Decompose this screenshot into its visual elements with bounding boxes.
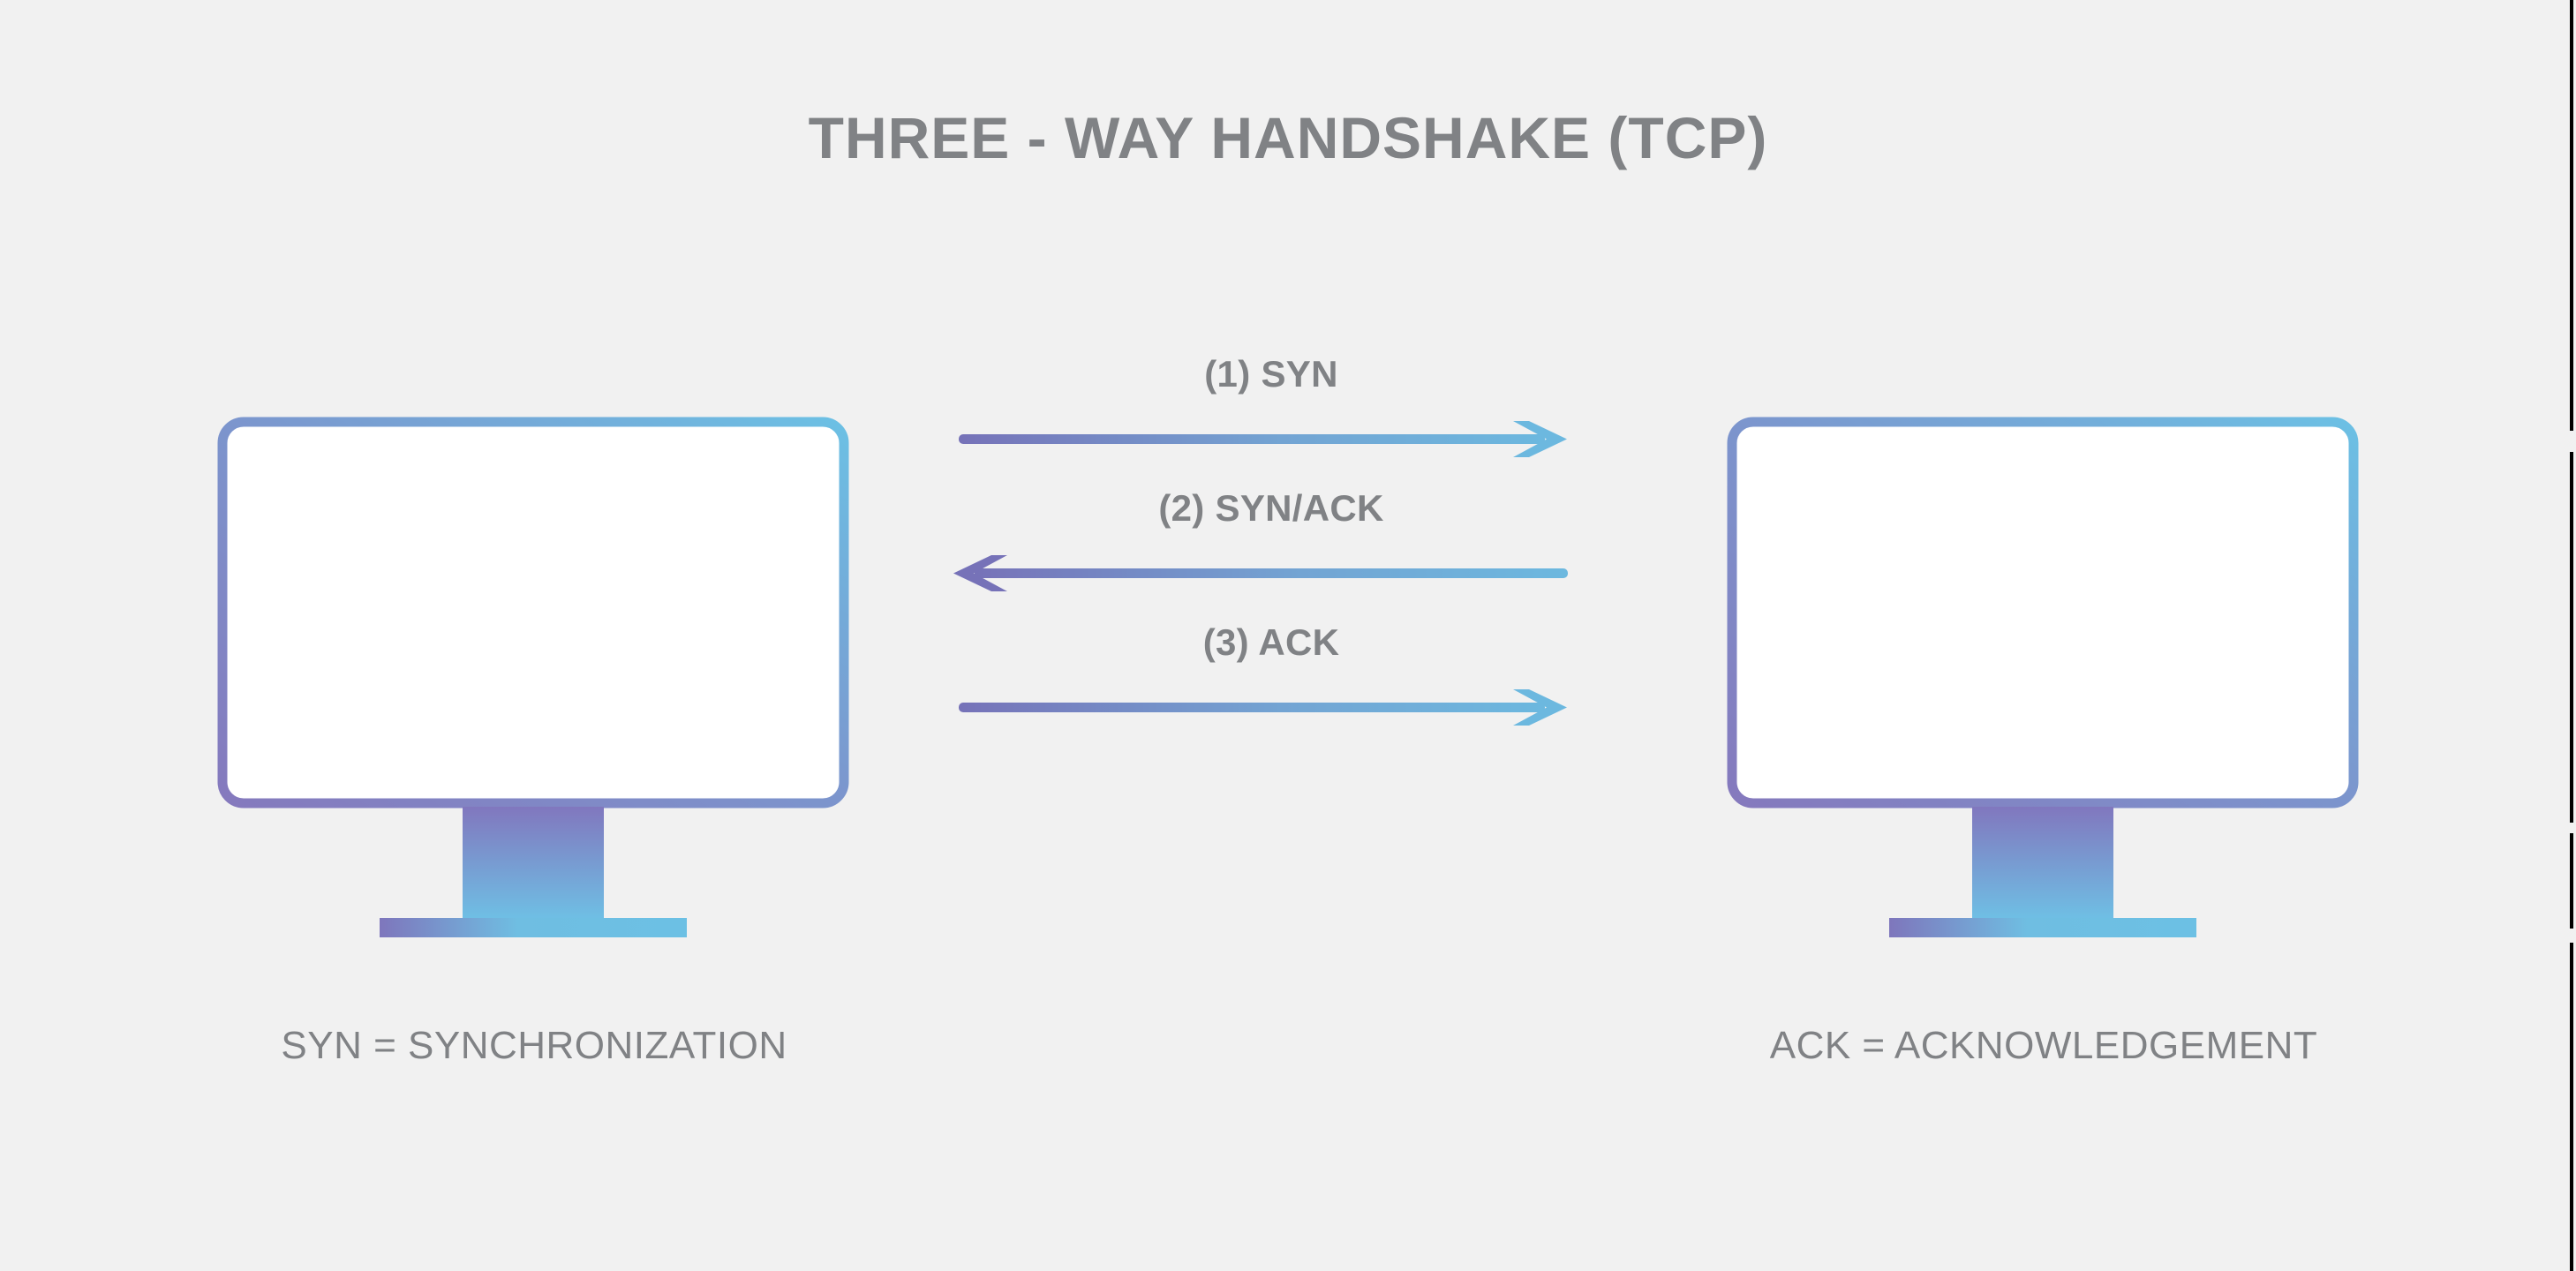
message-row-2: (2) SYN/ACK — [953, 487, 1589, 620]
client-caption: SYN = SYNCHRONIZATION — [281, 1024, 787, 1067]
monitor-icon-client — [215, 415, 851, 980]
message-label-2: (2) SYN/ACK — [1158, 487, 1384, 529]
server-caption: ACK = ACKNOWLEDGEMENT — [1769, 1024, 2318, 1067]
arrow-left-icon-2 — [953, 547, 1589, 600]
arrow-right-icon-3 — [953, 681, 1589, 734]
right-edge-artifact-segment — [2570, 452, 2573, 823]
message-row-3: (3) ACK — [953, 621, 1589, 754]
monitor-icon-server — [1725, 415, 2361, 980]
message-row-1: (1) SYN — [953, 353, 1589, 485]
right-edge-artifact-segment — [2570, 943, 2573, 1271]
message-label-3: (3) ACK — [1202, 621, 1340, 663]
page-title: THREE - WAY HANDSHAKE (TCP) — [808, 105, 1768, 170]
right-edge-artifact-segment — [2570, 0, 2573, 431]
message-label-1: (1) SYN — [1204, 353, 1338, 395]
message-sequence: (1) SYN (2) SYN/ACK — [953, 353, 1589, 794]
right-edge-artifact-segment — [2570, 833, 2573, 929]
arrow-right-icon-1 — [953, 413, 1589, 466]
